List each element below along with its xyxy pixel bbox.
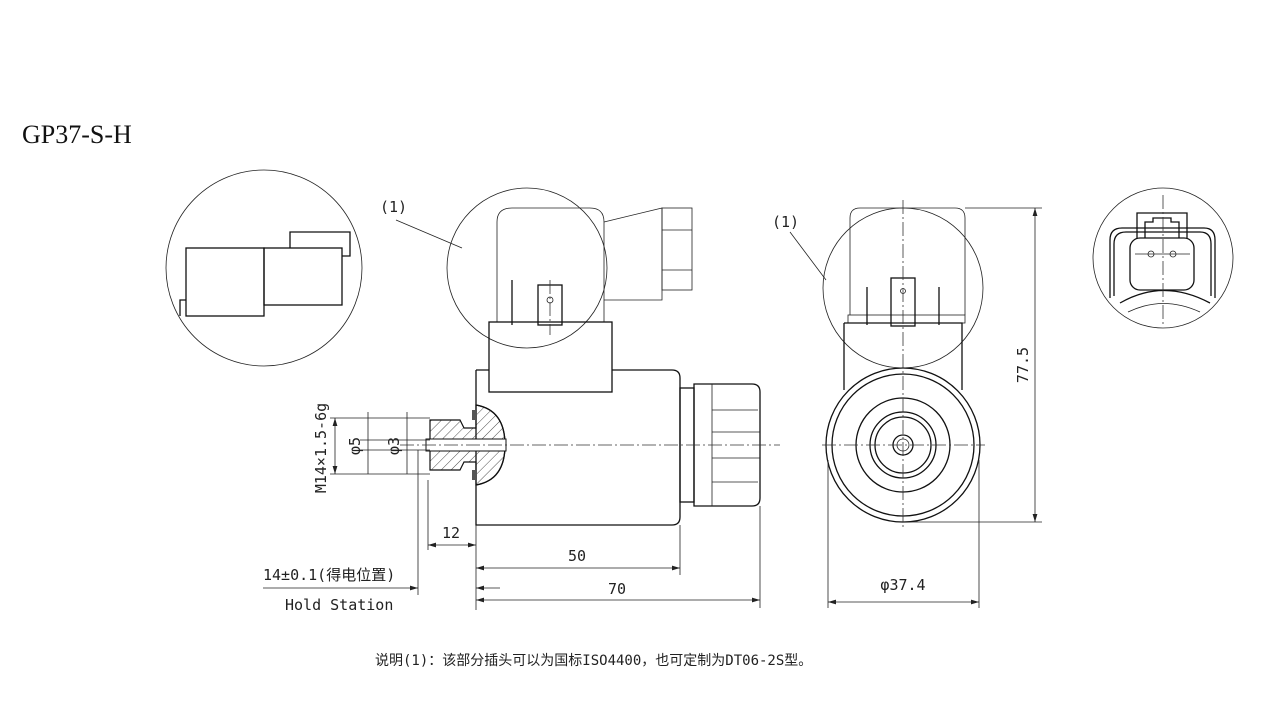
callout-front: (1) (772, 213, 799, 231)
dia-3-dimension: φ3 (385, 437, 403, 455)
diameter-dimension: φ37.4 (880, 576, 925, 594)
detail-view-dt06 (1092, 187, 1234, 329)
stroke-dimension: 14±0.1(得电位置) (263, 566, 395, 584)
dia-5-dimension: φ5 (346, 437, 364, 455)
hold-station-label: Hold Station (285, 596, 393, 614)
drawing-note: 说明(1)：该部分插头可以为国标ISO4400，也可定制为DT06-2S型。 (375, 653, 812, 669)
length-70-dimension: 70 (608, 580, 626, 598)
side-view (400, 187, 780, 526)
callout-side: (1) (380, 198, 407, 216)
thread-dimension: M14×1.5-6g (312, 403, 330, 493)
drawing-title: GP37-S-H (22, 120, 132, 149)
length-12-dimension: 12 (442, 524, 460, 542)
length-50-dimension: 50 (568, 547, 586, 565)
front-view: φ37.4 77.5 (1) (772, 200, 1042, 608)
height-dimension: 77.5 (1014, 347, 1032, 383)
detail-view-iso4400 (165, 169, 363, 367)
side-view-dimensions: M14×1.5-6g φ5 φ3 12 50 70 14±0.1(得电位置) H… (263, 198, 761, 614)
